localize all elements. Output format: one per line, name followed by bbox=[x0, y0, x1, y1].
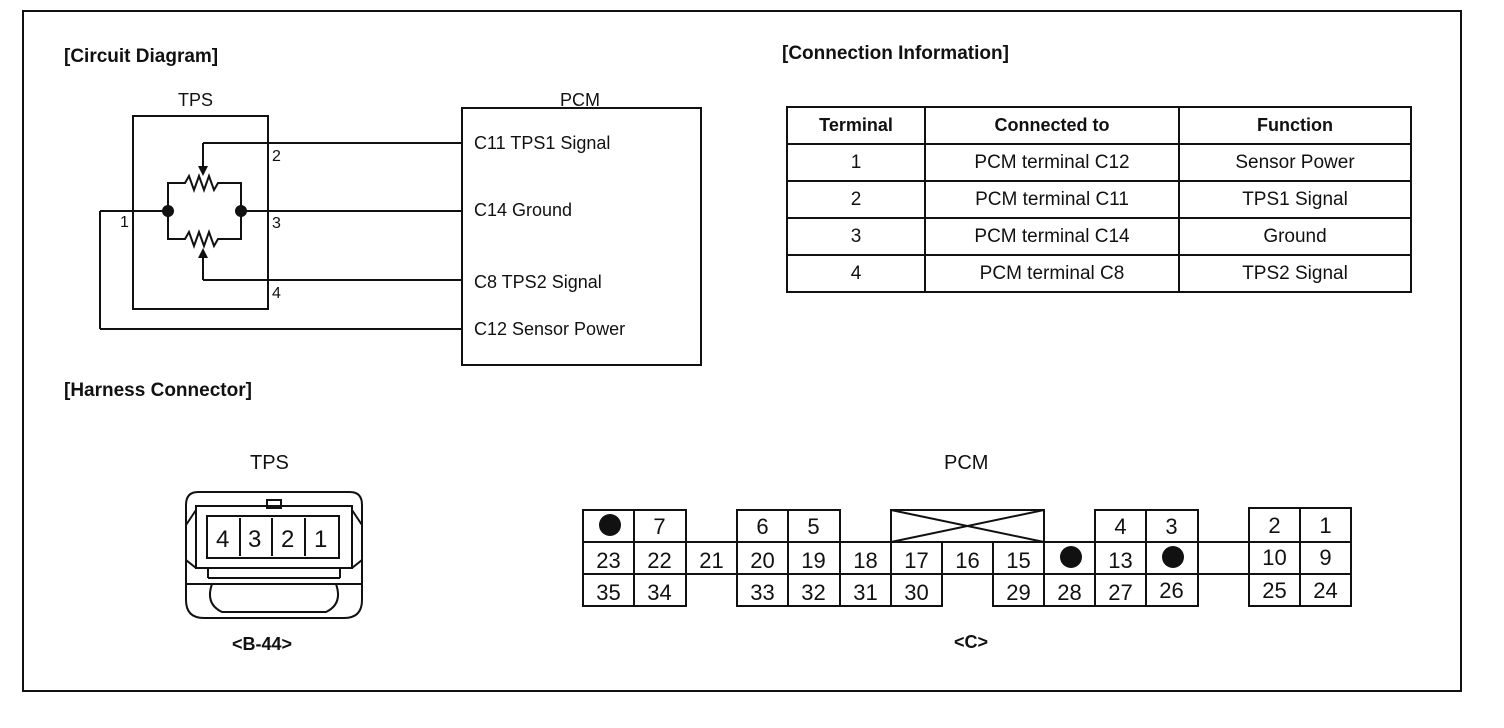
table-cell: TPS1 Signal bbox=[1178, 180, 1412, 219]
tps-pin-1: 1 bbox=[314, 526, 328, 553]
tps-pin-4: 4 bbox=[216, 526, 230, 553]
circuit-diagram-heading: [Circuit Diagram] bbox=[64, 46, 219, 67]
table-cell: PCM terminal C14 bbox=[924, 217, 1180, 256]
pcm-pin: 32 bbox=[801, 580, 826, 605]
pcm-pin: 13 bbox=[1108, 548, 1133, 573]
table-cell: PCM terminal C12 bbox=[924, 143, 1180, 182]
pcm-box bbox=[461, 107, 702, 366]
pcm-pin: 2 bbox=[1268, 513, 1281, 538]
harness-connector-heading: [Harness Connector] bbox=[64, 380, 252, 401]
column-header: Connected to bbox=[924, 106, 1180, 145]
table-cell: 1 bbox=[786, 143, 926, 182]
connection-table: Terminal Connected to Function 1 PCM ter… bbox=[786, 106, 1412, 293]
pcm-pin: 29 bbox=[1006, 580, 1031, 605]
table-row: 1 PCM terminal C12 Sensor Power bbox=[786, 143, 1412, 182]
pcm-pin: 25 bbox=[1262, 578, 1287, 603]
column-header: Function bbox=[1178, 106, 1412, 145]
pcm-pin: 1 bbox=[1319, 513, 1332, 538]
tps-terminal-2: 2 bbox=[272, 148, 281, 165]
pcm-connector-title: PCM bbox=[944, 452, 989, 474]
diagram-frame bbox=[22, 10, 1462, 692]
pcm-pin: 3 bbox=[1165, 514, 1178, 539]
pcm-pin: 7 bbox=[653, 514, 666, 539]
tps-pin-2: 2 bbox=[281, 526, 295, 553]
pcm-pin: 5 bbox=[807, 514, 820, 539]
tps-connector-code: <B-44> bbox=[232, 634, 293, 654]
pcm-pin: 28 bbox=[1057, 580, 1082, 605]
pcm-pin: 21 bbox=[699, 548, 724, 573]
table-cell: TPS2 Signal bbox=[1178, 254, 1412, 293]
table-row: 4 PCM terminal C8 TPS2 Signal bbox=[786, 254, 1412, 293]
table-cell: Sensor Power bbox=[1178, 143, 1412, 182]
table-cell: 4 bbox=[786, 254, 926, 293]
pcm-pin: 20 bbox=[750, 548, 775, 573]
tps-terminal-4: 4 bbox=[272, 285, 281, 302]
junction-dot-right bbox=[235, 205, 247, 217]
resistor-bottom bbox=[167, 211, 242, 249]
pcm-pin: 17 bbox=[904, 548, 929, 573]
pcm-pin: 31 bbox=[853, 580, 878, 605]
pcm-pin: 27 bbox=[1108, 580, 1133, 605]
junction-dot-left bbox=[162, 205, 174, 217]
pcm-pin-c14: C14 Ground bbox=[474, 200, 573, 220]
table-row: 2 PCM terminal C11 TPS1 Signal bbox=[786, 180, 1412, 219]
pcm-pin: 22 bbox=[647, 548, 672, 573]
pcm-pin: 33 bbox=[750, 580, 775, 605]
pcm-pin: 34 bbox=[647, 580, 672, 605]
pcm-pin: 15 bbox=[1006, 548, 1031, 573]
connection-information-heading: [Connection Information] bbox=[782, 43, 1009, 64]
tps-pin-3: 3 bbox=[248, 526, 262, 553]
tps-label: TPS bbox=[178, 90, 214, 110]
tps-terminal-1: 1 bbox=[120, 214, 129, 231]
wiper-arrow-bottom bbox=[198, 248, 208, 258]
pcm-pin: 19 bbox=[801, 548, 826, 573]
pcm-pin: 9 bbox=[1319, 545, 1332, 570]
table-cell: PCM terminal C8 bbox=[924, 254, 1180, 293]
pcm-blocked-pin-dot bbox=[599, 514, 621, 536]
table-cell: 3 bbox=[786, 217, 926, 256]
pcm-pin: 10 bbox=[1262, 545, 1287, 570]
pcm-blocked-pin-dot bbox=[1162, 546, 1184, 568]
table-cell: 2 bbox=[786, 180, 926, 219]
pcm-blocked-pin-dot bbox=[1060, 546, 1082, 568]
pcm-pin: 24 bbox=[1313, 578, 1338, 603]
column-header: Terminal bbox=[786, 106, 926, 145]
pcm-pin: 35 bbox=[596, 580, 621, 605]
pcm-pin: 26 bbox=[1159, 578, 1184, 603]
pcm-pin-c12: C12 Sensor Power bbox=[474, 319, 626, 339]
pcm-label: PCM bbox=[560, 90, 600, 110]
pcm-connector-code: <C> bbox=[954, 632, 989, 652]
table-header-row: Terminal Connected to Function bbox=[786, 106, 1412, 145]
table-cell: PCM terminal C11 bbox=[924, 180, 1180, 219]
pcm-pin: 16 bbox=[955, 548, 980, 573]
pcm-pin-c8: C8 TPS2 Signal bbox=[474, 272, 602, 292]
pcm-pin: 6 bbox=[756, 514, 769, 539]
tps-box bbox=[132, 115, 269, 310]
resistor-top bbox=[167, 173, 242, 211]
pcm-pin: 30 bbox=[904, 580, 929, 605]
pcm-pin: 23 bbox=[596, 548, 621, 573]
table-row: 3 PCM terminal C14 Ground bbox=[786, 217, 1412, 256]
pcm-pin: 18 bbox=[853, 548, 878, 573]
wiper-arrow-top bbox=[198, 166, 208, 176]
table-cell: Ground bbox=[1178, 217, 1412, 256]
pcm-pin: 4 bbox=[1114, 514, 1127, 539]
tps-terminal-3: 3 bbox=[272, 215, 281, 232]
tps-connector-title: TPS bbox=[250, 452, 289, 474]
pcm-pin-c11: C11 TPS1 Signal bbox=[474, 133, 611, 153]
